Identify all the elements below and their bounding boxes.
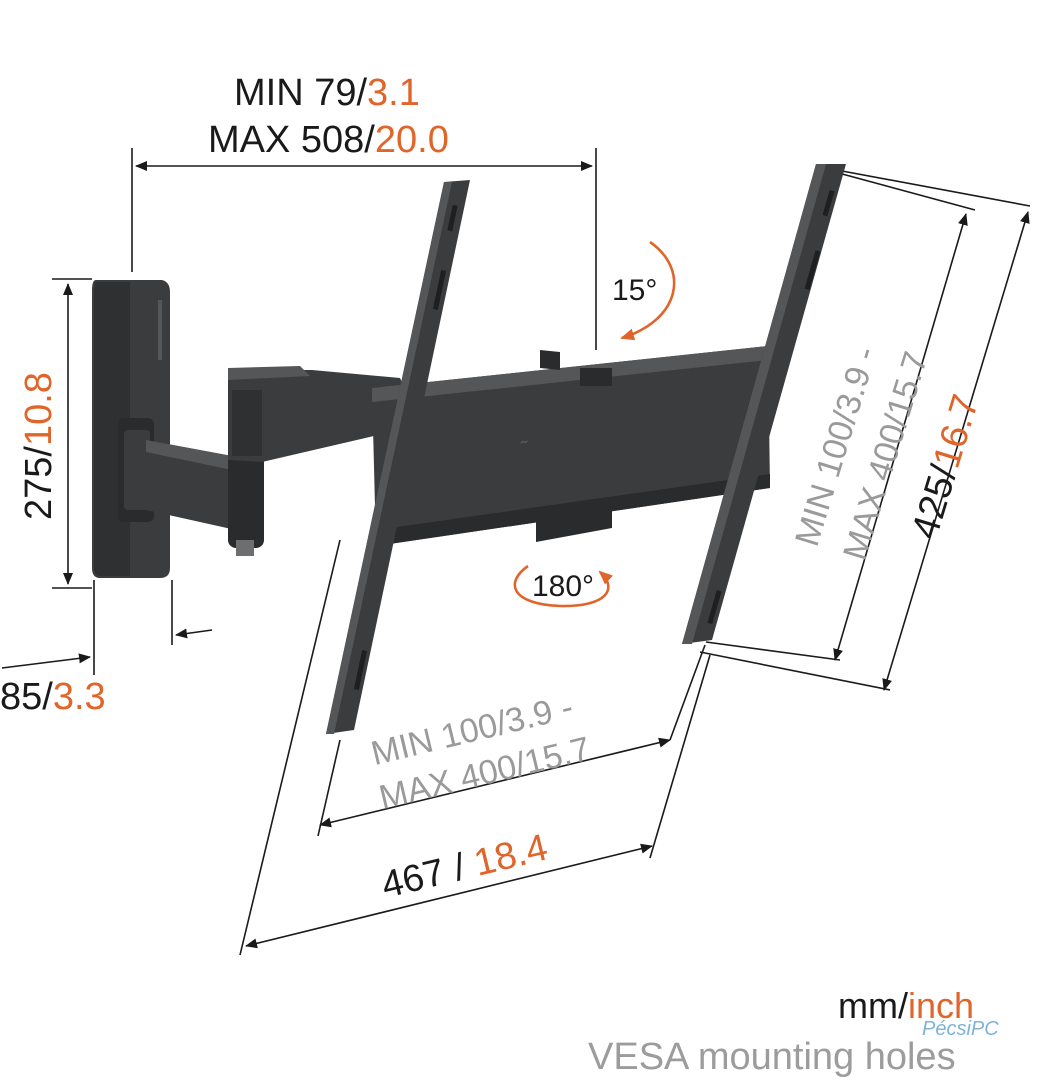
units-legend: mm/inch: [838, 988, 974, 1024]
vesa-bar-right: [682, 164, 846, 644]
width-min-label: MIN 79/3.1: [234, 74, 420, 112]
width-min-mm: MIN 79/: [234, 72, 368, 114]
vesa-bar-left: [326, 180, 470, 734]
watermark-logo: PécsiPC: [922, 1018, 999, 1040]
depth-inch: 3.3: [52, 676, 106, 718]
depth-label: 85/3.3: [0, 678, 106, 716]
tilt-label: 15°: [612, 274, 658, 307]
vesa-caption: VESA mounting holes: [588, 1036, 956, 1078]
units-inch: inch: [907, 985, 975, 1026]
plate-height-inch: 10.8: [18, 372, 60, 447]
rotate-label: 180°: [532, 570, 595, 603]
rotate-arrow: [513, 564, 613, 608]
dimension-lines: [1, 148, 1031, 956]
width-max-label: MAX 508/20.0: [208, 121, 449, 159]
width-min-inch: 3.1: [367, 72, 420, 114]
plate-height-label: 275/10.8: [18, 372, 60, 520]
svg-text:~: ~: [519, 435, 530, 449]
swing-arm: [118, 366, 410, 556]
units-mm: mm/: [838, 985, 908, 1026]
width-max-inch: 20.0: [374, 119, 449, 161]
depth-mm: 85/: [0, 676, 53, 718]
width-max-mm: MAX 508/: [208, 119, 375, 161]
plate-height-mm: 275/: [18, 446, 60, 520]
cross-plate: ~: [372, 346, 770, 546]
tilt-arrow: [620, 240, 676, 341]
